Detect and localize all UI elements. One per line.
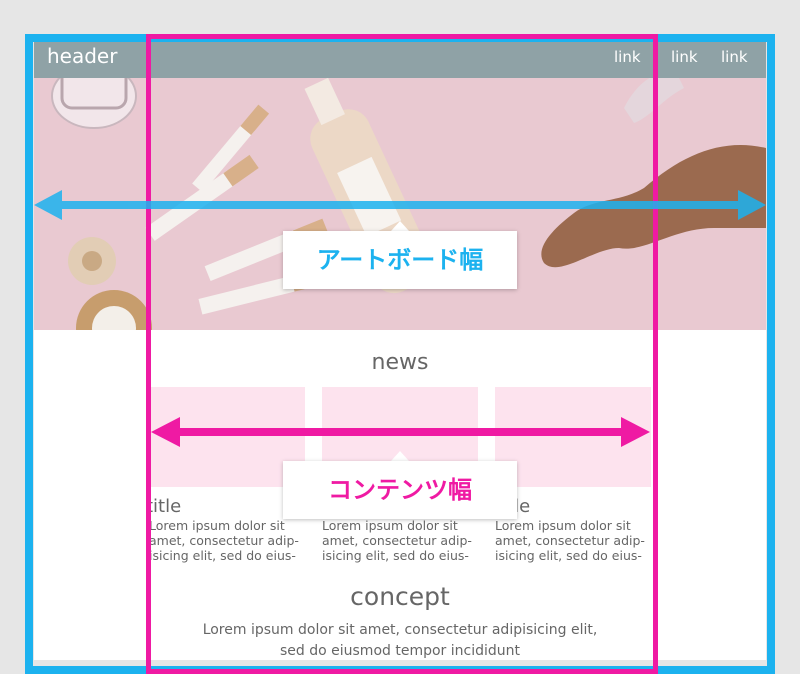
nav-link-3[interactable]: link (721, 48, 748, 66)
site-header: header link link link (34, 40, 766, 78)
concept-title: concept (350, 582, 450, 611)
nav-link-2[interactable]: link (671, 48, 698, 66)
artboard-width-label: アートボード幅 (283, 231, 517, 289)
header-title: header (47, 44, 118, 68)
artboard-label-pointer (391, 221, 409, 231)
content-width-label: コンテンツ幅 (283, 461, 517, 519)
news-card-text-1: Lorem ipsum dolor sit amet, consectetur … (149, 518, 299, 563)
news-title: news (371, 350, 429, 375)
width-arrows (34, 190, 766, 447)
content-label-pointer (391, 451, 409, 461)
artboard-width-arrow (34, 190, 766, 220)
news-card-text-3: Lorem ipsum dolor sit amet, consectetur … (495, 518, 645, 563)
news-card-text-2: Lorem ipsum dolor sit amet, consectetur … (322, 518, 472, 563)
concept-text: Lorem ipsum dolor sit amet, consectetur … (202, 622, 598, 659)
news-card-title-1[interactable]: title (146, 496, 182, 517)
nav-link-1[interactable]: link (614, 48, 641, 66)
content-width-arrow (151, 417, 650, 447)
